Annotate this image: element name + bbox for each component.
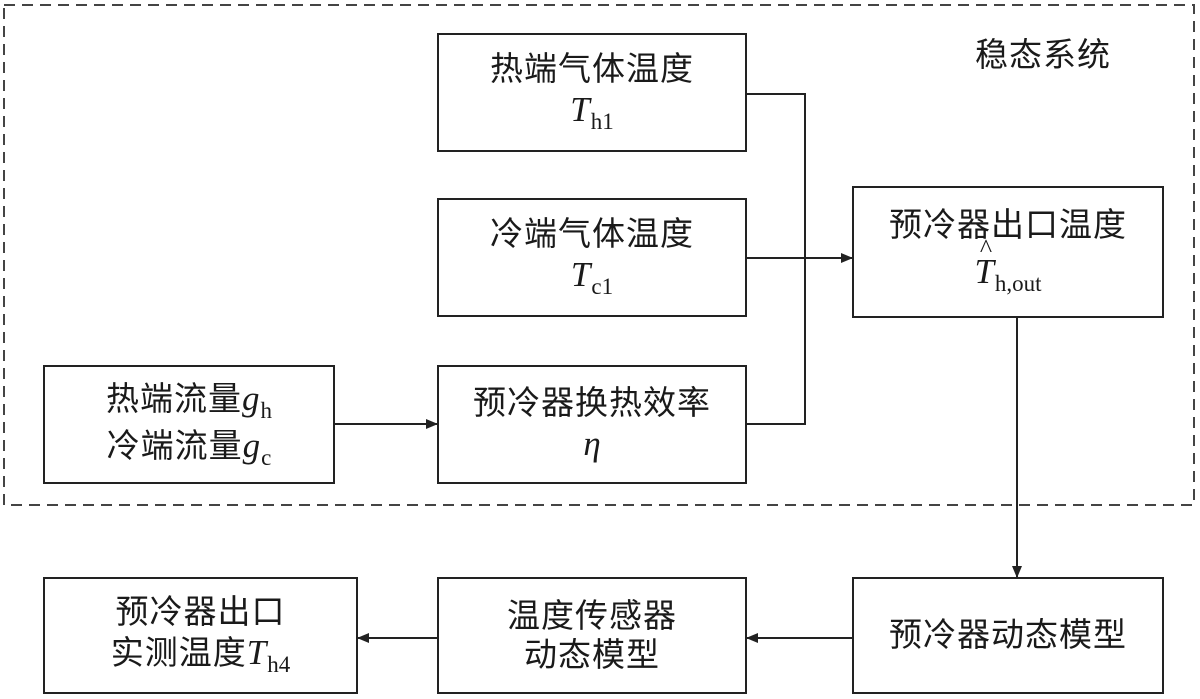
cold-gas-temperature-subscript: c1 xyxy=(591,273,614,299)
outlet-temperature-estimate-label: 预冷器出口温度 xyxy=(889,205,1127,245)
outlet-temperature-estimate-box: 预冷器出口温度 ^Th,out xyxy=(852,186,1164,318)
hat-accent: ^ xyxy=(979,234,993,264)
heat-exchange-efficiency-box: 预冷器换热效率 η xyxy=(437,365,747,484)
measured-outlet-symbol: T xyxy=(246,632,267,672)
hot-flow-subscript: h xyxy=(260,398,273,424)
cold-gas-temperature-symbol-row: Tc1 xyxy=(571,254,613,300)
flow-rates-box: 热端流量gh 冷端流量gc xyxy=(43,365,335,484)
hot-gas-temperature-box: 热端气体温度 Th1 xyxy=(437,33,747,152)
measured-outlet-line2: 实测温度Th4 xyxy=(111,632,290,678)
hot-flow-label: 热端流量 xyxy=(106,379,242,419)
measured-outlet-line1: 预冷器出口 xyxy=(115,591,286,631)
heat-exchange-efficiency-label: 预冷器换热效率 xyxy=(473,383,711,423)
steady-system-label: 稳态系统 xyxy=(975,35,1111,74)
cold-gas-temperature-symbol: T xyxy=(570,254,591,294)
cold-flow-row: 冷端流量gc xyxy=(107,425,272,471)
connector-efficiency-to-merge xyxy=(745,258,806,425)
connector-hot-temp-to-merge xyxy=(745,93,806,258)
sensor-model-line2: 动态模型 xyxy=(524,634,660,674)
precooler-dynamic-model-label: 预冷器动态模型 xyxy=(889,615,1127,655)
measured-outlet-temperature-box: 预冷器出口 实测温度Th4 xyxy=(43,577,358,694)
hot-gas-temperature-symbol-row: Th1 xyxy=(570,89,613,135)
sensor-dynamic-model-box: 温度传感器 动态模型 xyxy=(437,577,747,694)
cold-flow-label: 冷端流量 xyxy=(106,425,243,465)
steady-system-boundary xyxy=(3,4,1195,506)
sensor-model-line1: 温度传感器 xyxy=(507,595,677,635)
hot-flow-row: 热端流量gh xyxy=(106,378,272,424)
hot-flow-symbol: g xyxy=(242,379,260,419)
precooler-dynamic-model-box: 预冷器动态模型 xyxy=(852,577,1164,694)
outlet-temperature-estimate-symbol-wrap: ^T xyxy=(974,234,994,292)
hot-gas-temperature-label: 热端气体温度 xyxy=(490,48,694,88)
outlet-temperature-estimate-symbol-row: ^Th,out xyxy=(974,234,1042,297)
heat-exchange-efficiency-symbol: η xyxy=(583,424,601,464)
cold-gas-temperature-box: 冷端气体温度 Tc1 xyxy=(437,198,747,317)
cold-flow-symbol: g xyxy=(242,425,261,465)
outlet-temperature-estimate-subscript: h,out xyxy=(994,271,1042,297)
cold-gas-temperature-label: 冷端气体温度 xyxy=(490,213,694,253)
outlet-temperature-estimate-symbol: T xyxy=(974,252,994,292)
measured-outlet-subscript: h4 xyxy=(267,651,291,677)
measured-outlet-label: 实测温度 xyxy=(110,632,247,672)
hot-gas-temperature-subscript: h1 xyxy=(590,108,614,134)
cold-flow-subscript: c xyxy=(261,444,272,470)
hot-gas-temperature-symbol: T xyxy=(570,89,590,129)
